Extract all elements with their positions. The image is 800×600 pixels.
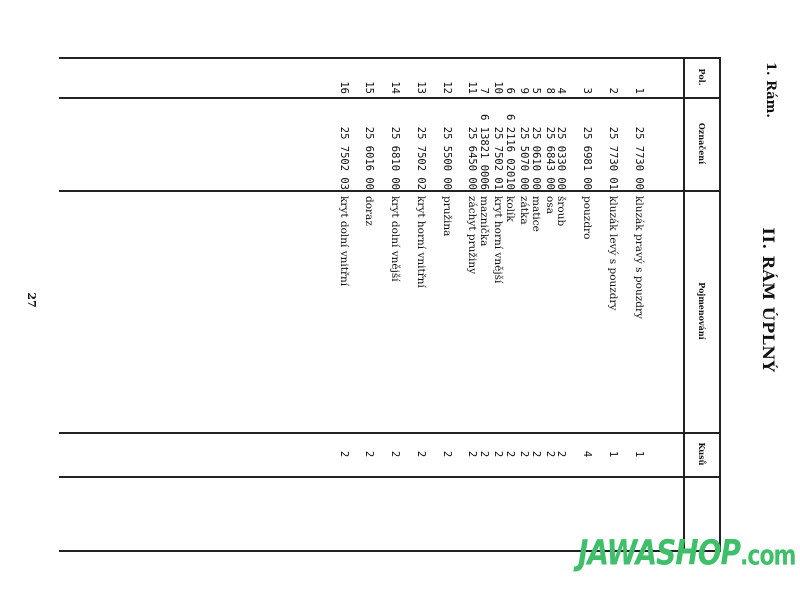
table-cell-qty: 1 (632, 450, 645, 458)
qty-column-group2: 2 2 2 2 2 2 2 2 2 (322, 432, 571, 476)
table-cell-code: 25 7502 03 (337, 126, 350, 190)
table-cell-qty: 2 (543, 450, 556, 458)
table-cell-name: pružina (440, 196, 453, 237)
table-cell-pos: 12 (440, 81, 453, 94)
table-cell-qty: 2 (466, 450, 479, 458)
table-cell-pos: 8 (543, 87, 556, 94)
table-cell-code: 25 6843 00 (543, 126, 556, 190)
table-cell-qty: 1 (607, 450, 620, 458)
pos-column-group2: 8 9 10 11 12 13 14 15 16 (322, 60, 571, 94)
table-cell-pos: 10 (492, 81, 505, 94)
header-pos: Pol. (697, 68, 707, 86)
table-cell-name: kryt dolní vnitřní (337, 196, 350, 287)
table-cell-name: kluzák pravý s pouzdry (632, 196, 645, 319)
table-cell-code: 25 7730 00 (632, 126, 645, 190)
table-cell-qty: 2 (518, 450, 531, 458)
table-cell-pos: 9 (518, 87, 531, 94)
table-cell-qty: 2 (414, 450, 427, 458)
table-cell-pos: 13 (414, 81, 427, 94)
table-cell-name: kryt horní vnitřní (414, 196, 427, 288)
header-code: Označení (697, 122, 707, 165)
watermark-domain: .com (740, 540, 796, 572)
page-title: II. RÁM ÚPLNÝ (759, 227, 778, 373)
table-cell-pos: 16 (337, 81, 350, 94)
table-cell-pos: 1 (632, 87, 645, 94)
table-cell-name: záchyt pružiny (466, 196, 479, 275)
table-cell-name: zátka (518, 196, 531, 225)
table-cell-qty: 4 (581, 450, 594, 458)
table-cell-qty: 2 (337, 450, 350, 458)
table-cell-name: kryt dolní vnější (389, 196, 402, 282)
table-cell-code: 25 5500 00 (440, 126, 453, 190)
jawashop-watermark: JAWASHOP.com (578, 532, 796, 574)
table-cell-qty: 2 (389, 450, 402, 458)
header-qty: Kusů (697, 442, 707, 466)
table-cell-pos: 2 (607, 87, 620, 94)
table-cell-pos: 11 (466, 81, 479, 94)
table-cell-name: doraz (363, 196, 376, 226)
table-cell-qty: 2 (440, 450, 453, 458)
column-separator (59, 190, 721, 192)
table-cell-pos: 14 (389, 81, 402, 94)
name-column-group2: osa zátka kryt horní vnější záchyt pruži… (322, 196, 571, 432)
header-name: Pojmenování (697, 282, 707, 340)
table-cell-name: kluzák levý s pouzdry (607, 196, 620, 311)
table-cell-code: 25 7502 01 (492, 126, 505, 190)
table-cell-name: kryt horní vnější (492, 196, 505, 284)
code-column-group2: 25 6843 00 25 5070 00 25 7502 01 25 6450… (322, 100, 571, 190)
table-left-border (59, 57, 721, 59)
table-cell-qty: 2 (492, 450, 505, 458)
column-separator (59, 476, 721, 478)
table-cell-code: 25 6450 00 (466, 126, 479, 190)
table-cell-code: 25 6810 00 (389, 126, 402, 190)
table-cell-code: 25 5070 00 (518, 126, 531, 190)
watermark-brand: JAWASHOP (578, 532, 741, 574)
table-cell-name: pouzdro (581, 196, 594, 240)
table-cell-pos: 3 (581, 87, 594, 94)
table-cell-code: 25 7502 02 (414, 126, 427, 190)
table-cell-qty: 2 (363, 450, 376, 458)
page-number: 27 (25, 292, 38, 308)
table-cell-code: 25 6016 00 (363, 126, 376, 190)
table-cell-code: 25 6981 00 (581, 126, 594, 190)
table-cell-code: 25 7730 01 (607, 126, 620, 190)
table-cell-name: osa (543, 196, 556, 214)
table-cell-pos: 15 (363, 81, 376, 94)
